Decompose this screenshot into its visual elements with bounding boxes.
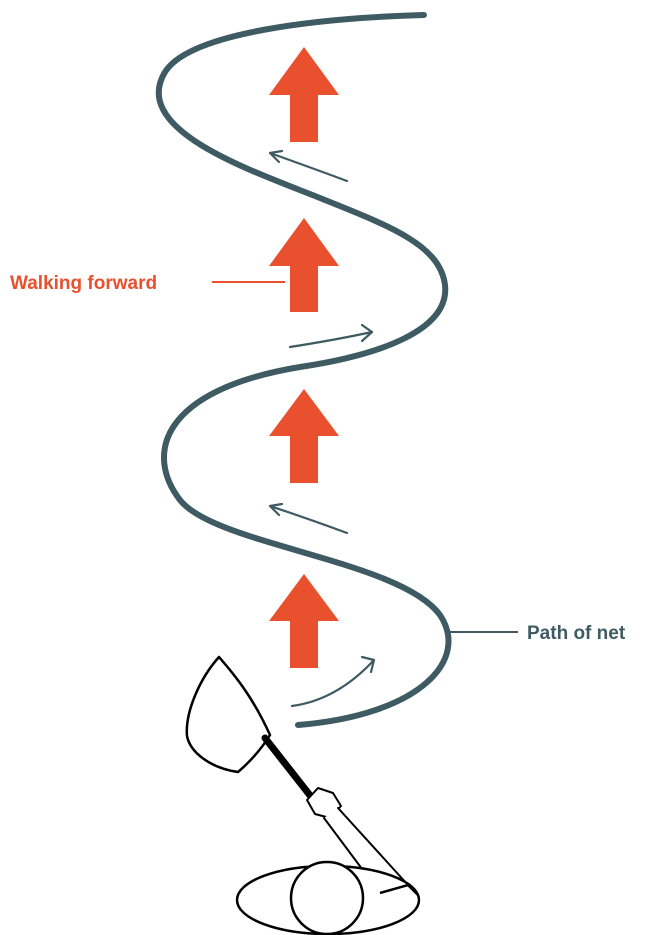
person-head	[291, 862, 363, 934]
up-arrow-icon	[269, 574, 339, 668]
forward-arrows	[269, 47, 339, 668]
net-shaft-dark	[265, 738, 316, 803]
up-arrow-icon	[269, 47, 339, 142]
walking-forward-label: Walking forward	[10, 273, 157, 294]
path-of-net-label: Path of net	[527, 623, 626, 644]
curved-arrow-icon	[270, 504, 347, 533]
sweep-net-icon	[187, 657, 408, 893]
up-arrow-icon	[269, 389, 339, 483]
up-arrow-icon	[269, 218, 339, 312]
net-hoop	[187, 657, 270, 772]
curved-arrow-icon	[290, 325, 372, 347]
curved-arrow-icon	[270, 151, 347, 181]
